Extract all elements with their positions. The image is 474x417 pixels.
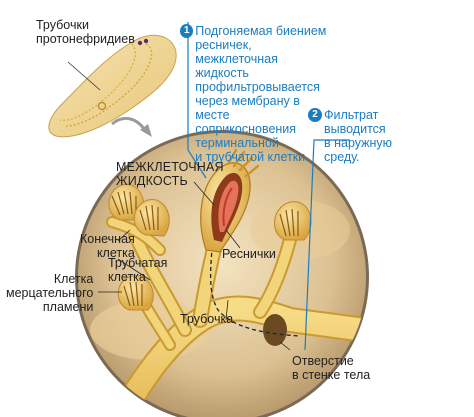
note-excretion: 2 Фильтрат выводится в наружную среду. — [308, 94, 448, 178]
label-tubule: Трубочка — [180, 312, 234, 326]
step-number-badge: 1 — [180, 24, 194, 38]
step-number-badge: 2 — [308, 108, 322, 122]
flame-cell-cutaway — [200, 148, 260, 253]
callout-lines — [187, 22, 350, 351]
body-wall-opening — [263, 314, 287, 346]
note-filtration-text: Подгоняемая биением ресничек, межклеточн… — [195, 24, 327, 164]
eyespot-icon — [143, 38, 149, 44]
label-body-wall-opening: Отверстие в стенке тела — [292, 354, 371, 382]
label-terminal-cell: Конечная клетка — [80, 232, 135, 260]
label-flame-cell: Клетка мерцательного пламени — [6, 272, 94, 314]
flatworm-illustration — [48, 34, 177, 138]
label-interstitial-fluid: МЕЖКЛЕТОЧНАЯ ЖИДКОСТЬ — [116, 160, 224, 188]
pointer-lines — [98, 181, 291, 351]
flame-bulb — [133, 199, 170, 237]
flame-bulb — [117, 275, 154, 311]
label-cilia: Реснички — [222, 247, 276, 261]
cilia-tuft — [222, 187, 233, 227]
label-tubular-cell: Трубчатая клетка — [108, 256, 168, 284]
filtrate-flow-path — [209, 231, 301, 337]
note-excretion-text: Фильтрат выводится в наружную среду. — [324, 108, 393, 164]
eyespot-icon — [137, 40, 143, 46]
note-filtration: 1 Подгоняемая биением ресничек, межклето… — [180, 10, 330, 178]
label-protonephridia-tubules: Трубочки протонефридиев — [36, 18, 135, 46]
